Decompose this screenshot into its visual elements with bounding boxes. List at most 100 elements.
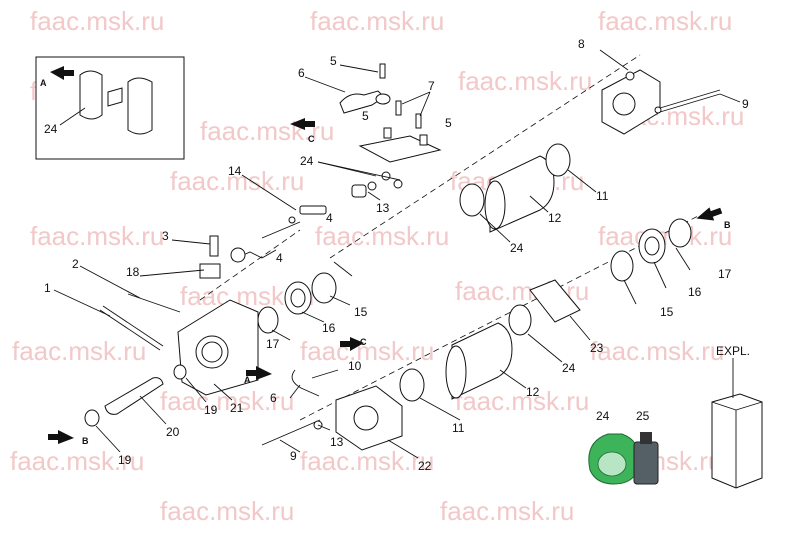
- arrow-label-a: A: [40, 78, 47, 88]
- o-ring-11: [545, 143, 571, 177]
- front-head-bore: [353, 405, 379, 431]
- watermark: faac.msk.ru: [170, 166, 304, 196]
- callout-6: 6: [270, 391, 277, 405]
- nut: [367, 181, 377, 191]
- leader-line: [271, 329, 291, 341]
- leader-line: [304, 76, 346, 93]
- rod-1-edge: [102, 305, 164, 347]
- leader-line: [213, 383, 233, 401]
- watermark: faac.msk.ru: [315, 221, 449, 251]
- seal-24: [459, 183, 485, 217]
- callout-24: 24: [596, 409, 610, 423]
- washer: [393, 179, 403, 189]
- leader-lines: [53, 49, 741, 459]
- arrow-a-icon: [246, 366, 272, 380]
- callout-7: 7: [428, 79, 435, 93]
- hose-6b: [291, 369, 320, 397]
- watermark: faac.msk.ru: [30, 6, 164, 36]
- arrow-b-icon: [48, 430, 74, 444]
- leader-line: [311, 369, 339, 379]
- watermark: faac.msk.ru: [12, 336, 146, 366]
- callout-11: 11: [596, 189, 609, 203]
- right-ring-group: B: [610, 207, 731, 282]
- callout-15: 15: [354, 305, 368, 319]
- release-lever-group: C: [290, 63, 442, 198]
- callout-4: 4: [276, 251, 283, 265]
- callout-22: 22: [418, 459, 432, 473]
- leader-line: [329, 295, 351, 306]
- callout-25: 25: [636, 409, 650, 423]
- arrow-b-icon: [696, 207, 723, 221]
- leader-line: [317, 161, 401, 181]
- washer: [288, 216, 296, 224]
- o-ring-19b: [173, 364, 187, 380]
- callout-16: 16: [688, 285, 702, 299]
- watermark: faac.msk.ru: [300, 336, 434, 366]
- mounting-plate: [358, 135, 442, 163]
- callout-8: 8: [578, 37, 585, 51]
- callout-17: 17: [718, 267, 732, 281]
- watermark: faac.msk.ru: [160, 386, 294, 416]
- leader-line: [139, 395, 167, 425]
- leader-line: [333, 261, 353, 277]
- callout-19: 19: [204, 403, 218, 417]
- callout-24: 24: [300, 154, 314, 168]
- leader-line: [53, 289, 111, 317]
- callout-12: 12: [548, 211, 562, 225]
- leader-line: [279, 439, 301, 453]
- watermark: faac.msk.ru: [440, 496, 574, 526]
- leader-line: [387, 439, 419, 459]
- screw-7a: [395, 100, 402, 116]
- washer: [654, 106, 662, 114]
- leader-line: [675, 247, 691, 271]
- arrow-label-b: B: [724, 220, 731, 230]
- leader-line: [499, 369, 527, 389]
- callout-18: 18: [126, 265, 140, 279]
- screw-7b: [415, 113, 422, 129]
- callout-2: 2: [72, 257, 79, 271]
- assembly-axes: [199, 54, 701, 421]
- leader-line: [79, 265, 141, 299]
- watermark: faac.msk.ru: [590, 336, 724, 366]
- oil-bottle-icon: [633, 441, 659, 485]
- left-axis: [199, 229, 301, 301]
- leader-line: [367, 191, 381, 201]
- callout-13: 13: [376, 201, 390, 215]
- arrow-label-c: C: [360, 337, 367, 347]
- leader-line: [567, 169, 597, 193]
- seal-17b: [668, 218, 692, 248]
- gear: [230, 247, 246, 263]
- o-ring-19: [84, 409, 100, 427]
- watermark: faac.msk.ru: [160, 496, 294, 526]
- inset-bracket: [107, 87, 123, 107]
- leader-line: [59, 107, 86, 126]
- leader-line: [569, 315, 591, 341]
- callout-5: 5: [362, 109, 369, 123]
- leader-line: [479, 213, 511, 243]
- oil-bottle-cap: [640, 432, 652, 444]
- o-ring-11b: [399, 368, 425, 402]
- bolt-9-edge: [659, 93, 721, 113]
- rod-assembly: [199, 205, 327, 279]
- cylinder-tube-12b: [451, 322, 513, 400]
- seal-24b: [508, 304, 532, 336]
- lower-axis: [299, 214, 701, 421]
- bore-inner: [201, 341, 223, 363]
- screw-5c: [419, 134, 428, 146]
- accessories: EXPL.: [588, 344, 763, 489]
- leader-line: [719, 93, 741, 103]
- callout-1: 1: [44, 281, 51, 295]
- arrow-label-a: A: [244, 375, 251, 385]
- watermark: faac.msk.ru: [455, 386, 589, 416]
- exploded-unit-box: [711, 393, 763, 489]
- rear-head-bore: [612, 92, 636, 116]
- callout-19: 19: [118, 453, 132, 467]
- callout-10: 10: [348, 359, 362, 373]
- leader-line: [529, 195, 549, 213]
- tube-end-b: [445, 345, 467, 399]
- valve-block: [199, 263, 221, 279]
- ring-15b: [610, 250, 634, 282]
- cap-16-inner: [290, 288, 306, 308]
- callout-13: 13: [330, 435, 344, 449]
- callout-12: 12: [526, 385, 540, 399]
